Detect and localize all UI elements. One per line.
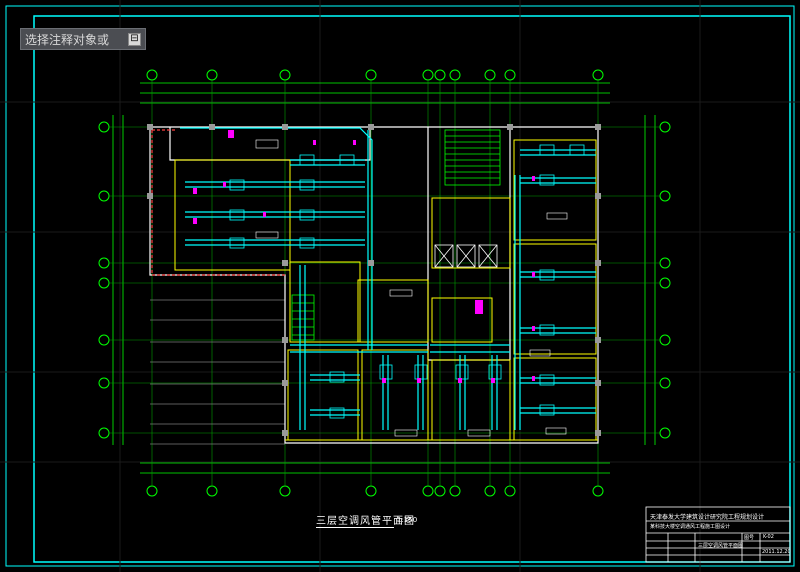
sheet-border (5, 5, 795, 567)
drawing-scale: 1:150 (397, 516, 418, 524)
elevators (434, 244, 498, 268)
tooltip-label: 选择注释对象或 (25, 32, 110, 47)
air-ducts (180, 127, 596, 430)
command-prompt-tooltip[interactable]: 选择注释对象或 ⊟ (20, 28, 146, 50)
partitions (174, 139, 598, 441)
reference-lines (150, 299, 285, 445)
drawing-title: 三层空调风管平面图 (316, 516, 415, 527)
staircase-top (444, 129, 501, 186)
dimension-lines (112, 82, 656, 474)
staircase-left (291, 294, 315, 341)
title-block-drawing-name: 三层空调风管平面图 (698, 543, 744, 549)
title-block-date: 2011.12.20 (762, 549, 791, 555)
structural-columns (147, 124, 601, 436)
title-block-company: 天津泰发大学建筑设计研究院工程规划设计 (650, 514, 765, 521)
title-block (645, 506, 791, 563)
title-block-sheet-no: K-02 (763, 534, 774, 540)
title-block-sheet-label: 图号 (744, 535, 755, 541)
fan-coil-units (229, 144, 585, 419)
title-block-project: 某科技大楼空调通风工程施工图设计 (650, 524, 731, 530)
collapse-icon[interactable]: ⊟ (128, 32, 141, 46)
equipment-markers (193, 130, 535, 383)
title-underline (316, 527, 394, 528)
annotation-marks (255, 139, 568, 437)
fire-wall (151, 129, 285, 276)
